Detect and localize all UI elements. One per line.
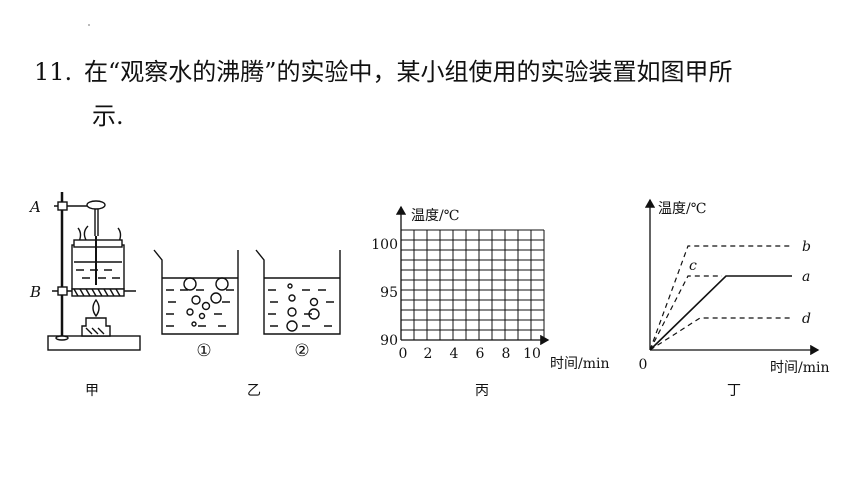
bing-xtick-8: 8 <box>502 346 511 362</box>
alcohol-lamp <box>81 317 111 337</box>
beaker-1-label: ① <box>196 341 211 361</box>
lamp-hatch <box>85 327 105 335</box>
bubble-2c <box>309 297 319 307</box>
figure-bing-grid <box>400 229 545 341</box>
question-block: 11. 在“观察水的沸腾”的实验中，某小组使用的实验装置如图甲所 示. <box>34 50 834 138</box>
caption-bing: 丙 <box>475 383 489 399</box>
question-text-1: 在“观察水的沸腾”的实验中，某小组使用的实验装置如图甲所 <box>84 58 733 86</box>
question-line-2: 示. <box>92 102 124 130</box>
bubble-1e <box>201 301 211 311</box>
beaker-2-label: ② <box>294 341 309 361</box>
ding-origin: 0 <box>639 357 648 373</box>
clamp-a <box>57 201 68 211</box>
bubble-1a <box>183 277 197 291</box>
curve-d-label: d <box>802 311 811 327</box>
bubble-2b <box>288 294 296 302</box>
bing-xtick-10: 10 <box>523 346 541 362</box>
bubble-1c <box>210 292 222 304</box>
question-number: 11. <box>34 58 73 86</box>
beaker-1 <box>153 249 239 335</box>
curve-b-label: b <box>802 239 811 255</box>
beaker-jia <box>71 244 125 290</box>
lid-jia <box>73 239 123 248</box>
bing-ytick-100: 100 <box>371 237 398 253</box>
net-hatch <box>73 288 121 297</box>
bubble-2a <box>287 283 293 289</box>
bing-xlabel: 时间/min <box>550 356 610 372</box>
bubble-1d <box>191 295 201 305</box>
curve-b <box>649 245 792 351</box>
bing-ytick-95: 95 <box>380 285 398 301</box>
curve-c <box>649 275 722 351</box>
label-b: B <box>29 283 41 301</box>
curve-d <box>649 317 792 351</box>
bing-xtick-2: 2 <box>424 346 433 362</box>
caption-ding: 丁 <box>727 383 741 399</box>
clamp-b <box>57 286 68 296</box>
bing-xtick-0: 0 <box>399 346 408 362</box>
ding-xlabel: 时间/min <box>770 360 830 376</box>
bubble-2e <box>308 308 320 320</box>
clamp-ring <box>86 200 106 210</box>
flame <box>92 298 100 318</box>
bubble-1b <box>215 277 229 291</box>
beaker-1-water <box>166 289 234 327</box>
question-line-1: 11. 在“观察水的沸腾”的实验中，某小组使用的实验装置如图甲所 <box>34 50 834 94</box>
caption-jia: 甲 <box>85 383 99 399</box>
label-a: A <box>28 198 41 216</box>
curve-c-label: c <box>689 258 697 274</box>
bing-xtick-4: 4 <box>450 346 459 362</box>
curve-a <box>649 275 792 351</box>
bing-ytick-90: 90 <box>380 333 398 349</box>
bubble-1f <box>186 308 194 316</box>
bubble-2d <box>287 307 297 317</box>
caption-yi: 乙 <box>247 383 261 399</box>
bing-xtick-6: 6 <box>476 346 485 362</box>
curve-a-label: a <box>802 269 810 285</box>
rod-foot <box>55 335 69 341</box>
water-marks-jia <box>76 269 120 279</box>
beaker-2 <box>255 249 341 335</box>
bubble-1h <box>191 321 197 327</box>
bing-ylabel: 温度/℃ <box>411 208 459 224</box>
bubble-1g <box>198 312 206 320</box>
scan-dot <box>88 24 90 26</box>
bubble-2f <box>286 320 298 332</box>
figure-yi <box>153 249 341 335</box>
beaker-2-water <box>268 289 334 327</box>
ding-ylabel: 温度/℃ <box>658 201 706 217</box>
figure-jia <box>47 192 141 351</box>
